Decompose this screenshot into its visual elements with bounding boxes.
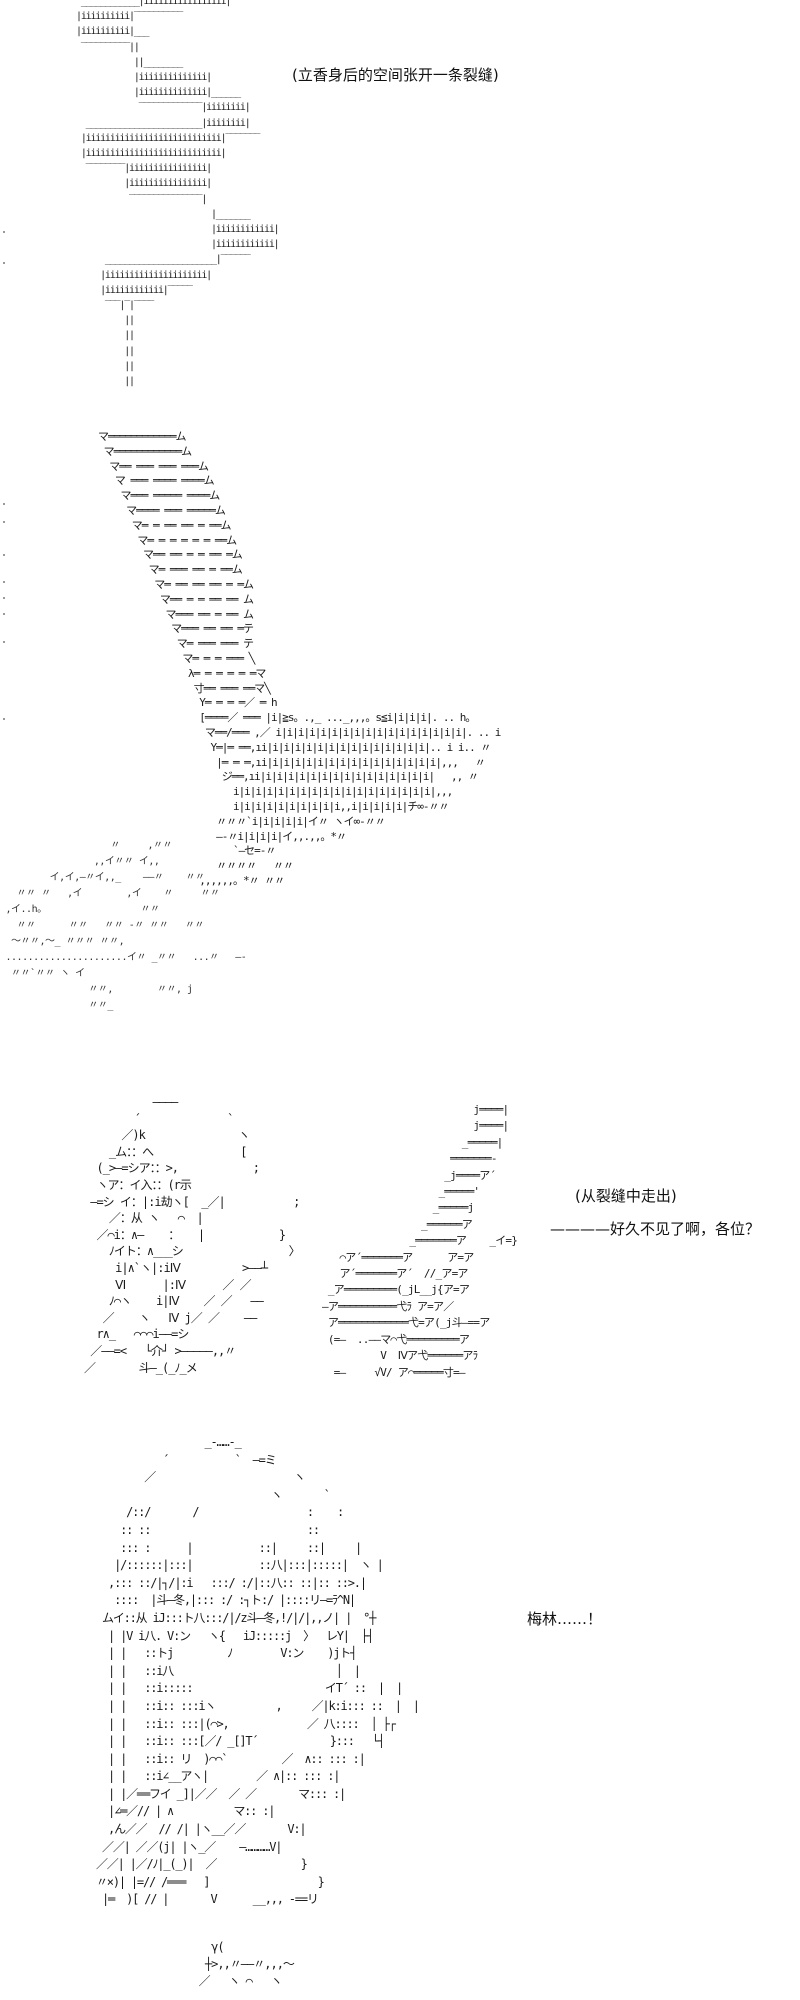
crack-band-art: マ════════════ム マ════════════ム マ══ ═══ ══… — [98, 430, 501, 887]
panel-stair-crack: ____________|iiiiiiiiiiiiiiiii| |iiiiiii… — [0, 0, 800, 400]
panel-crack-opening: マ════════════ム マ════════════ム マ══ ═══ ══… — [0, 420, 800, 1060]
margin-mark — [3, 503, 5, 505]
crack-staircase-art: ____________|iiiiiiiiiiiiiiiii| |iiiiiii… — [76, 0, 280, 388]
dialogue-long-time-no-see: ————好久不见了啊，各位？ — [550, 1220, 761, 1238]
margin-mark — [3, 581, 5, 583]
dialogue-merlin-name: 梅林……！ — [527, 1610, 603, 1628]
panel-merlin: _-……-_ ´ ` —=ミ ／ ヽ ヽ ` /::/ / : : :: :: … — [0, 1430, 800, 1950]
narration-caption-steps-out: (从裂缝中走出) — [575, 1187, 677, 1205]
debris-scatter-art: 〃 ,〃〃 ,,イ〃〃 イ,, イ,イ,—〃イ,,_ ——〃 〃〃 〃〃 〃 ,… — [5, 840, 247, 1011]
margin-mark — [3, 718, 5, 720]
merlin-portrait-art: _-……-_ ´ ` —=ミ ／ ヽ ヽ ` /::/ / : : :: :: … — [96, 1435, 420, 1907]
panel-next-cropped: γ( ┼>,,〃——〃,,,〜 ／ ヽ ⌒ ヽ — [0, 1935, 800, 2000]
crack-staircase-art-2: j════| j════| _═════| ═══════- _j════ア´ … — [322, 1103, 518, 1379]
margin-mark — [3, 613, 5, 615]
margin-mark — [3, 262, 5, 264]
next-figure-art-partial: γ( ┼>,,〃——〃,,,〜 ／ ヽ ⌒ ヽ — [198, 1940, 295, 1988]
figure-emerging-art: ———— ´ ` ／)k ヽ _ム：：へ [ (_>—=シア：：>, ; ヽア：… — [84, 1095, 301, 1375]
margin-mark — [3, 597, 5, 599]
margin-mark — [3, 554, 5, 556]
margin-mark — [3, 231, 5, 233]
margin-mark — [3, 521, 5, 523]
margin-mark — [3, 641, 5, 643]
narration-caption-crack-opens: (立香身后的空间张开一条裂缝) — [292, 66, 499, 84]
panel-emergence: ———— ´ ` ／)k ヽ _ム：：へ [ (_>—=シア：：>, ; ヽア：… — [0, 1090, 800, 1410]
